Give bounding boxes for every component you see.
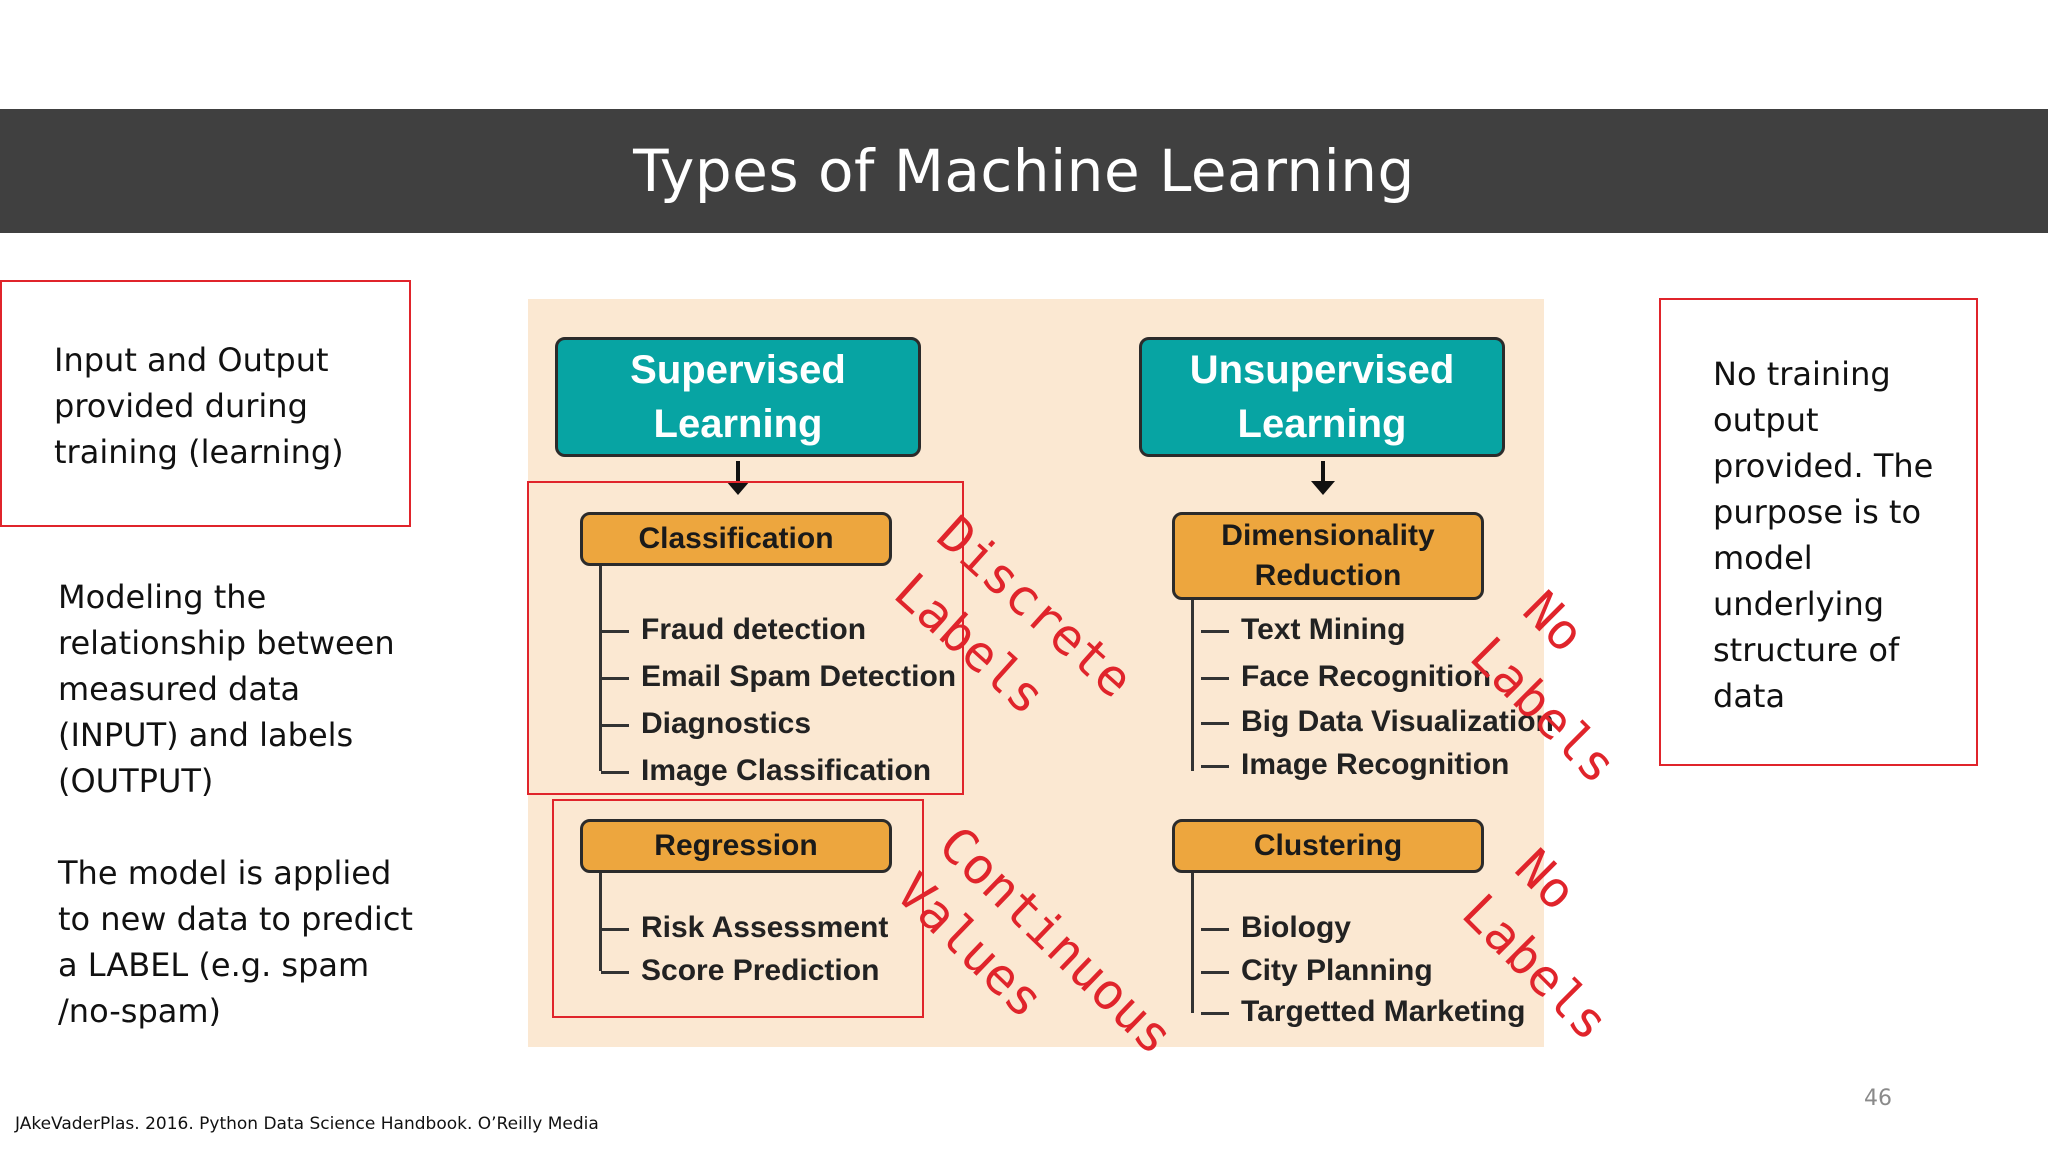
left-paragraph-prediction: The model is applied to new data to pred… xyxy=(58,854,413,1030)
regression-label: Regression xyxy=(654,829,818,862)
title-bar: Types of Machine Learning xyxy=(0,109,2048,233)
left-paragraph-modeling: Modeling the relationship between measur… xyxy=(58,578,395,800)
clustering-tree-line xyxy=(1191,873,1194,1013)
ml-types-diagram: Supervised Learning Unsupervised Learnin… xyxy=(528,299,1554,1047)
supervised-learning-box: Supervised Learning xyxy=(555,337,921,457)
dimensionality-line2: Reduction xyxy=(1254,559,1402,592)
right-note-box: No training output provided. The purpose… xyxy=(1659,298,1978,766)
regression-tree-line xyxy=(599,873,602,971)
classification-box: Classification xyxy=(580,512,892,566)
regression-box: Regression xyxy=(580,819,892,873)
supervised-line1: Supervised xyxy=(630,348,846,392)
left-note-box: Input and Output provided during trainin… xyxy=(0,280,411,527)
slide-title: Types of Machine Learning xyxy=(633,137,1415,205)
dimensionality-item: Big Data Visualization xyxy=(1201,705,1554,738)
left-description: Modeling the relationship between measur… xyxy=(58,574,418,1080)
clustering-item: Biology xyxy=(1201,911,1351,944)
unsupervised-learning-box: Unsupervised Learning xyxy=(1139,337,1505,457)
page-number: 46 xyxy=(1864,1086,1892,1111)
right-note-text: No training output provided. The purpose… xyxy=(1713,355,1934,715)
dimensionality-item: Text Mining xyxy=(1200,613,1406,646)
unsupervised-line2: Learning xyxy=(1237,402,1407,446)
dimensionality-item: Image Recognition xyxy=(1200,748,1510,781)
unsupervised-line1: Unsupervised xyxy=(1189,348,1455,392)
classification-item: Diagnostics xyxy=(600,707,812,740)
regression-item: Score Prediction xyxy=(600,954,880,987)
classification-label: Classification xyxy=(638,522,834,555)
footer-reference: JAkeVaderPlas. 2016. Python Data Science… xyxy=(15,1114,599,1134)
dimensionality-reduction-box: Dimensionality Reduction xyxy=(1172,512,1484,600)
supervised-line2: Learning xyxy=(653,402,823,446)
classification-tree-line xyxy=(599,566,602,771)
left-note-text: Input and Output provided during trainin… xyxy=(54,341,344,471)
regression-highlight-box xyxy=(552,799,924,1018)
clustering-box: Clustering xyxy=(1172,819,1484,873)
classification-item: Image Classification xyxy=(600,754,932,787)
classification-highlight-box xyxy=(527,481,964,795)
dimensionality-item: Face Recognition xyxy=(1200,660,1492,693)
classification-item: Fraud detection xyxy=(600,613,867,646)
dimensionality-tree-line xyxy=(1191,600,1194,771)
regression-item: Risk Assessment xyxy=(600,911,889,944)
clustering-label: Clustering xyxy=(1253,829,1403,862)
clustering-item: City Planning xyxy=(1201,954,1433,987)
classification-item: Email Spam Detection xyxy=(600,660,957,693)
dimensionality-line1: Dimensionality xyxy=(1221,519,1435,552)
clustering-item: Targetted Marketing xyxy=(1201,995,1526,1028)
